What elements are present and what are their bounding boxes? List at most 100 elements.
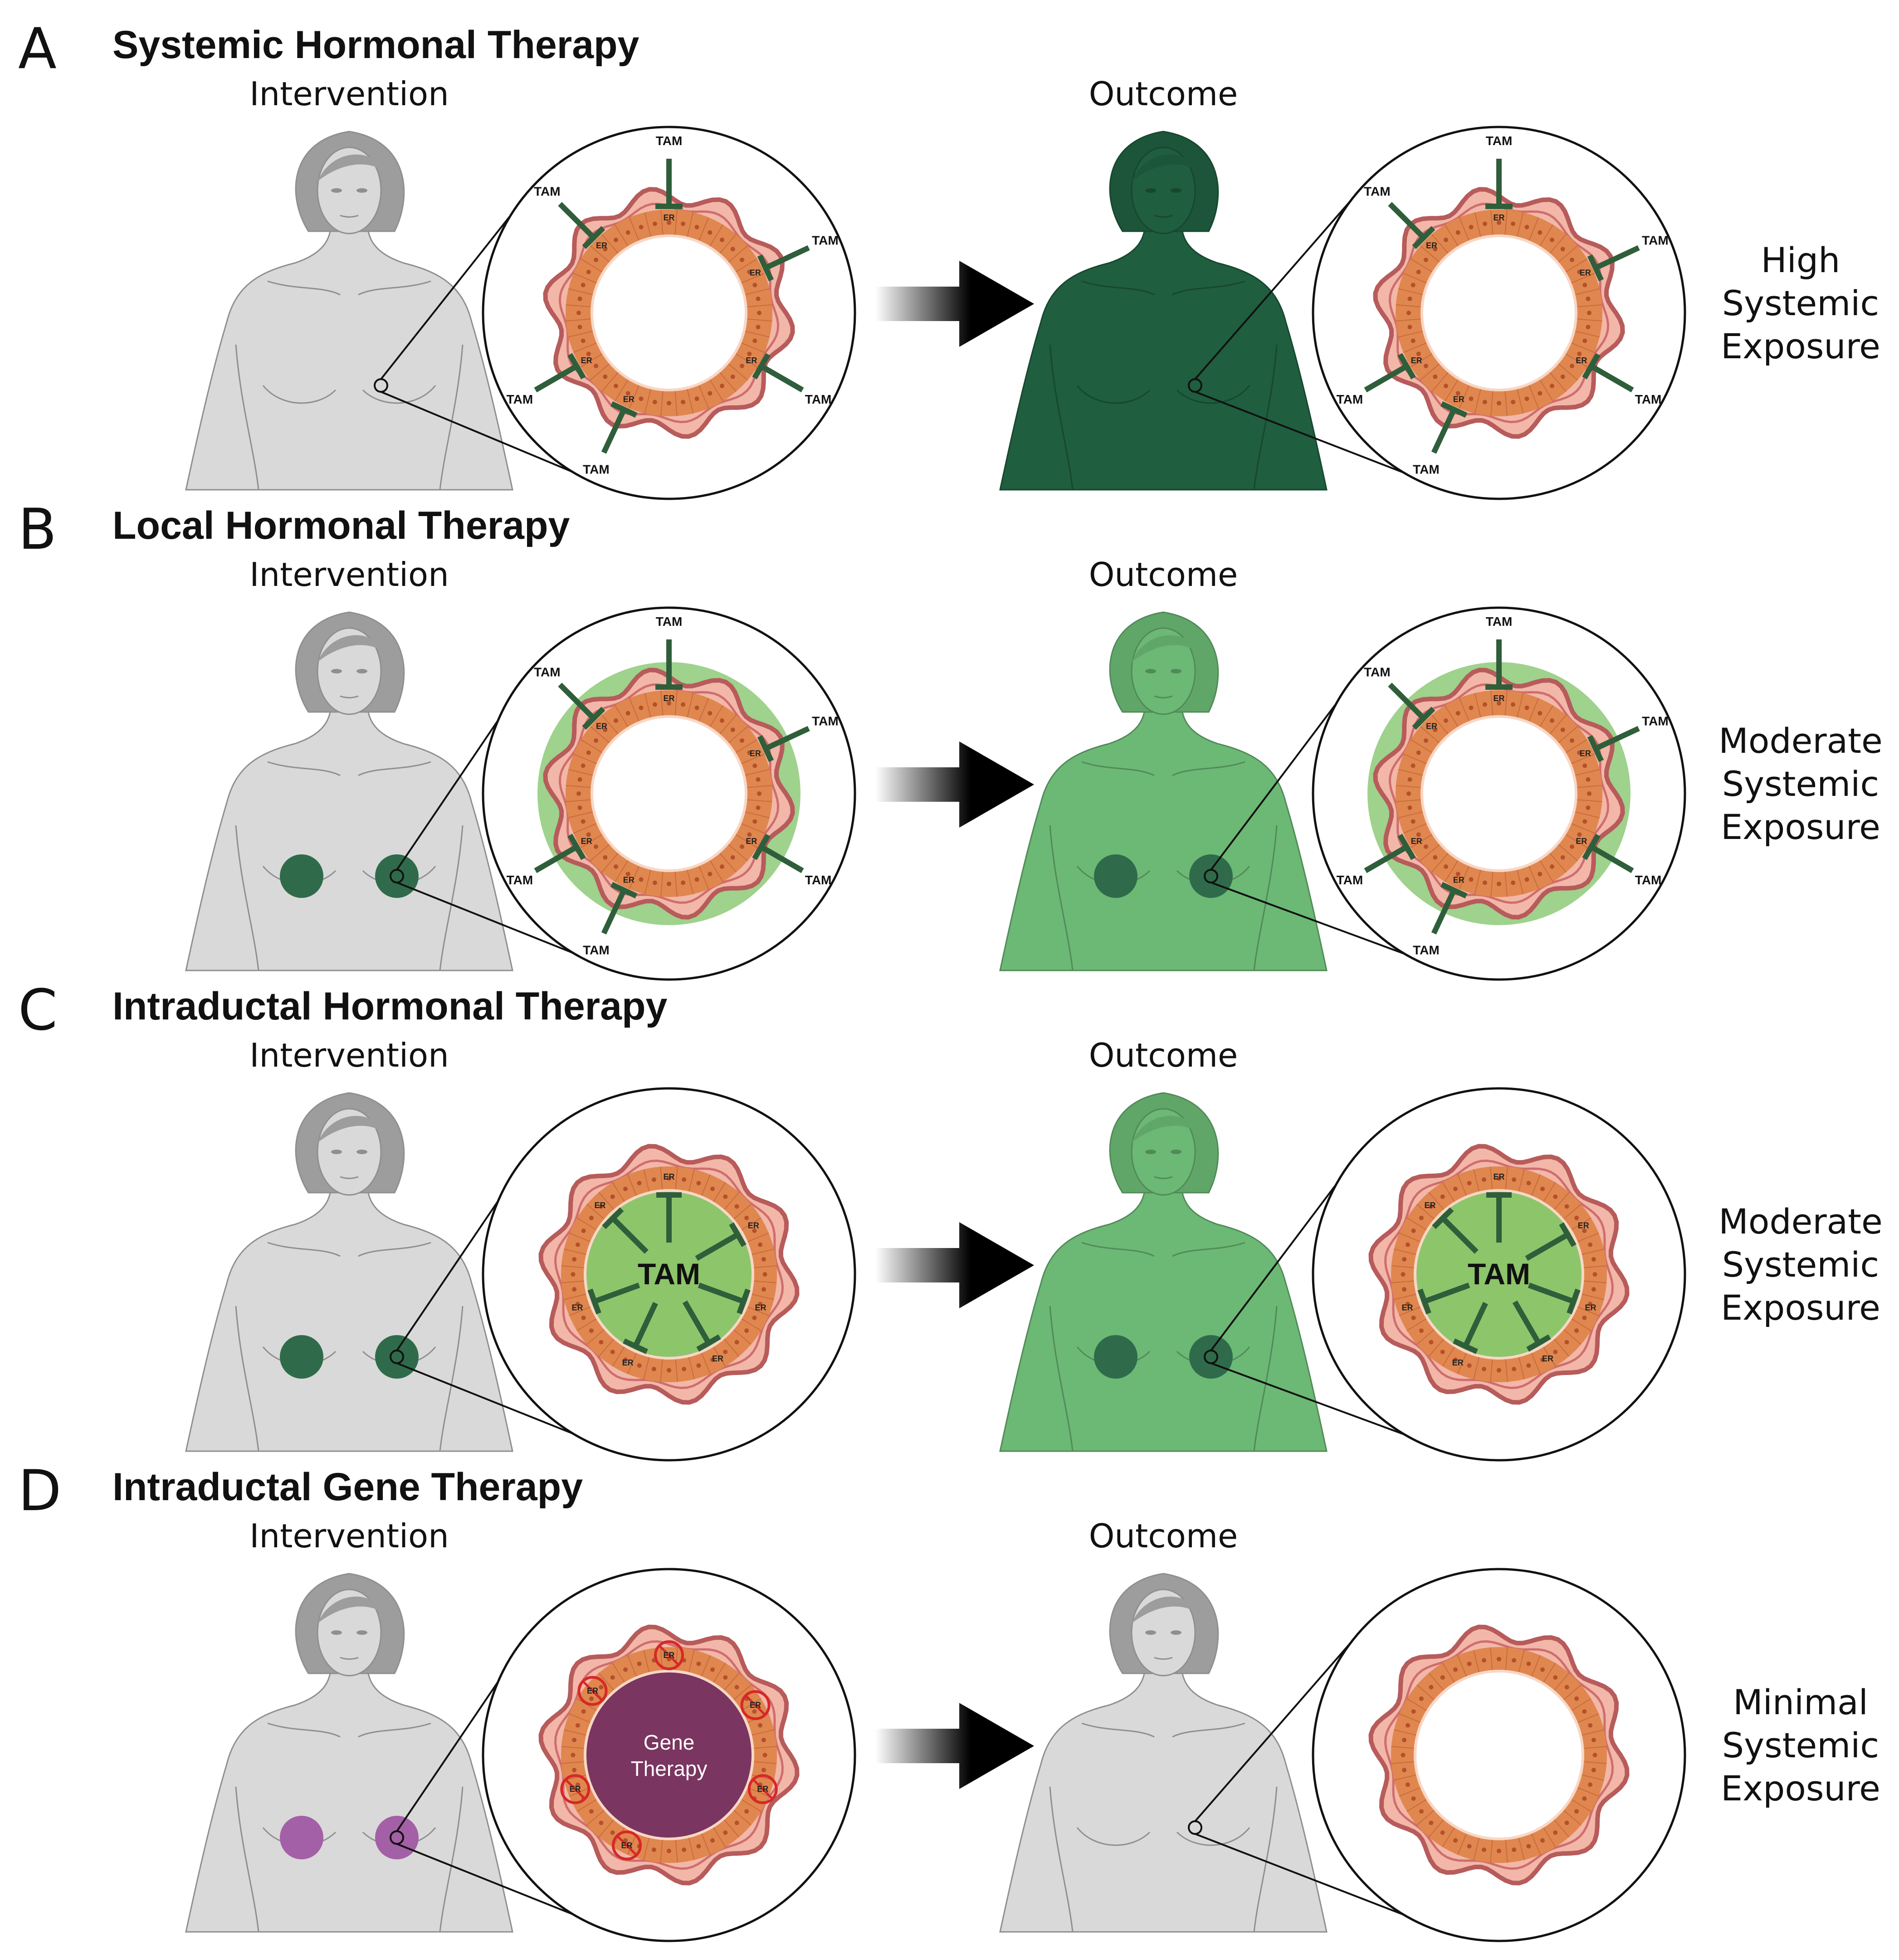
eye bbox=[331, 188, 342, 193]
er-label: ER bbox=[1580, 749, 1591, 758]
cell-nucleus bbox=[694, 877, 699, 882]
tam-inhibitor-bar bbox=[757, 735, 774, 762]
cell-nucleus bbox=[625, 230, 630, 235]
tam-inhibitor bbox=[633, 1302, 658, 1348]
cell-nucleus bbox=[1401, 1272, 1406, 1277]
cell-border bbox=[674, 690, 678, 717]
er-label: ER bbox=[581, 837, 592, 846]
cell-nucleus bbox=[752, 819, 757, 824]
eye bbox=[356, 1630, 367, 1635]
basement-membrane bbox=[1388, 202, 1610, 424]
cell-nucleus bbox=[1574, 1696, 1579, 1701]
collarbone bbox=[267, 761, 341, 776]
basement-membrane bbox=[1388, 683, 1610, 904]
cell-nucleus bbox=[1511, 221, 1516, 226]
cell-nucleus bbox=[576, 791, 581, 796]
tam-label: TAM bbox=[583, 943, 610, 957]
cell-border bbox=[1391, 1280, 1416, 1283]
cell-nucleus bbox=[603, 727, 608, 732]
tam-inhibitor bbox=[1364, 364, 1408, 393]
breast-contour bbox=[262, 385, 337, 404]
cell-nucleus bbox=[1453, 1667, 1458, 1672]
cell-border bbox=[1538, 859, 1553, 882]
cell-nucleus bbox=[1467, 1661, 1472, 1666]
cell-nucleus bbox=[575, 1302, 580, 1307]
mouth bbox=[1154, 1657, 1173, 1660]
zoom-line bbox=[396, 882, 583, 958]
cell-border bbox=[566, 799, 592, 802]
cell-nucleus bbox=[577, 325, 582, 330]
cell-border bbox=[1416, 1204, 1435, 1220]
cell-border bbox=[732, 1328, 752, 1345]
cell-nucleus bbox=[667, 882, 671, 886]
cell-border bbox=[601, 714, 620, 736]
cell-nucleus bbox=[1467, 1844, 1472, 1849]
tam-inhibitor bbox=[534, 364, 578, 393]
cell-nucleus bbox=[758, 1242, 763, 1247]
cell-border bbox=[1505, 1166, 1508, 1191]
cell-border bbox=[598, 1338, 615, 1357]
cell-border bbox=[590, 726, 611, 744]
er-label: ER bbox=[663, 694, 674, 703]
cell-border bbox=[1538, 705, 1553, 728]
cell-border bbox=[1406, 1798, 1428, 1812]
cell-nucleus bbox=[1469, 877, 1474, 882]
cell-nucleus bbox=[589, 1215, 594, 1220]
panel-title: Systemic Hormonal Therapy bbox=[112, 23, 640, 67]
tam-label: TAM bbox=[656, 134, 683, 148]
body-torso bbox=[999, 1663, 1328, 1933]
cell-border bbox=[1557, 843, 1578, 861]
basement-membrane bbox=[554, 1640, 784, 1870]
cell-border bbox=[1576, 1713, 1599, 1724]
cell-nucleus bbox=[603, 247, 608, 252]
cell-nucleus bbox=[652, 400, 657, 405]
cell-border bbox=[746, 1232, 769, 1243]
cell-nucleus bbox=[1440, 1830, 1445, 1835]
cell-border bbox=[1564, 352, 1587, 367]
duct-lumen bbox=[1421, 715, 1577, 872]
cell-nucleus bbox=[756, 325, 761, 330]
tam-label: TAM bbox=[1413, 462, 1440, 476]
cell-border bbox=[1416, 1328, 1435, 1345]
tam-inhibitor-bar bbox=[1526, 1334, 1551, 1352]
cell-border bbox=[1431, 234, 1450, 255]
cell-nucleus bbox=[586, 832, 591, 837]
er-label: ER bbox=[1424, 1201, 1435, 1210]
er-blocked-ring bbox=[560, 1774, 591, 1804]
cell-border bbox=[612, 1182, 626, 1203]
cell-nucleus bbox=[1429, 1685, 1434, 1690]
cell-border bbox=[1394, 1293, 1418, 1300]
cell-nucleus bbox=[637, 1363, 642, 1368]
cell-nucleus bbox=[1405, 1242, 1410, 1247]
cell-border bbox=[1542, 1346, 1556, 1367]
cell-border bbox=[1474, 388, 1482, 414]
cell-nucleus bbox=[694, 224, 699, 229]
cell-nucleus bbox=[1407, 296, 1412, 301]
cell-nucleus bbox=[1564, 1820, 1569, 1825]
cell-border bbox=[746, 304, 772, 307]
mouth bbox=[1154, 215, 1173, 218]
tam-inhibitor-bar bbox=[1567, 1288, 1581, 1315]
cell-nucleus bbox=[720, 864, 724, 869]
collarbone bbox=[358, 761, 431, 776]
tam-inhibitor bbox=[1525, 1232, 1569, 1261]
cell-nucleus bbox=[667, 1848, 671, 1853]
tam-label: TAM bbox=[805, 873, 832, 887]
cell-nucleus bbox=[575, 1242, 580, 1247]
er-label: ER bbox=[1426, 241, 1437, 250]
tam-inhibitor bbox=[1441, 1216, 1479, 1254]
cell-border bbox=[1570, 1217, 1591, 1231]
cell-border bbox=[1406, 1317, 1428, 1331]
fringe bbox=[1132, 1116, 1200, 1143]
mouth bbox=[1154, 1176, 1173, 1179]
cell-nucleus bbox=[1588, 1782, 1593, 1787]
er-blocked-slash bbox=[752, 1779, 773, 1800]
body-torso bbox=[999, 1183, 1328, 1452]
cell-nucleus bbox=[1526, 1661, 1531, 1666]
cell-nucleus bbox=[575, 1782, 580, 1787]
cell-nucleus bbox=[1444, 864, 1448, 869]
cell-border bbox=[1474, 693, 1482, 719]
cell-nucleus bbox=[1560, 374, 1565, 379]
cell-border bbox=[627, 1174, 638, 1197]
cell-border bbox=[1505, 1647, 1508, 1672]
